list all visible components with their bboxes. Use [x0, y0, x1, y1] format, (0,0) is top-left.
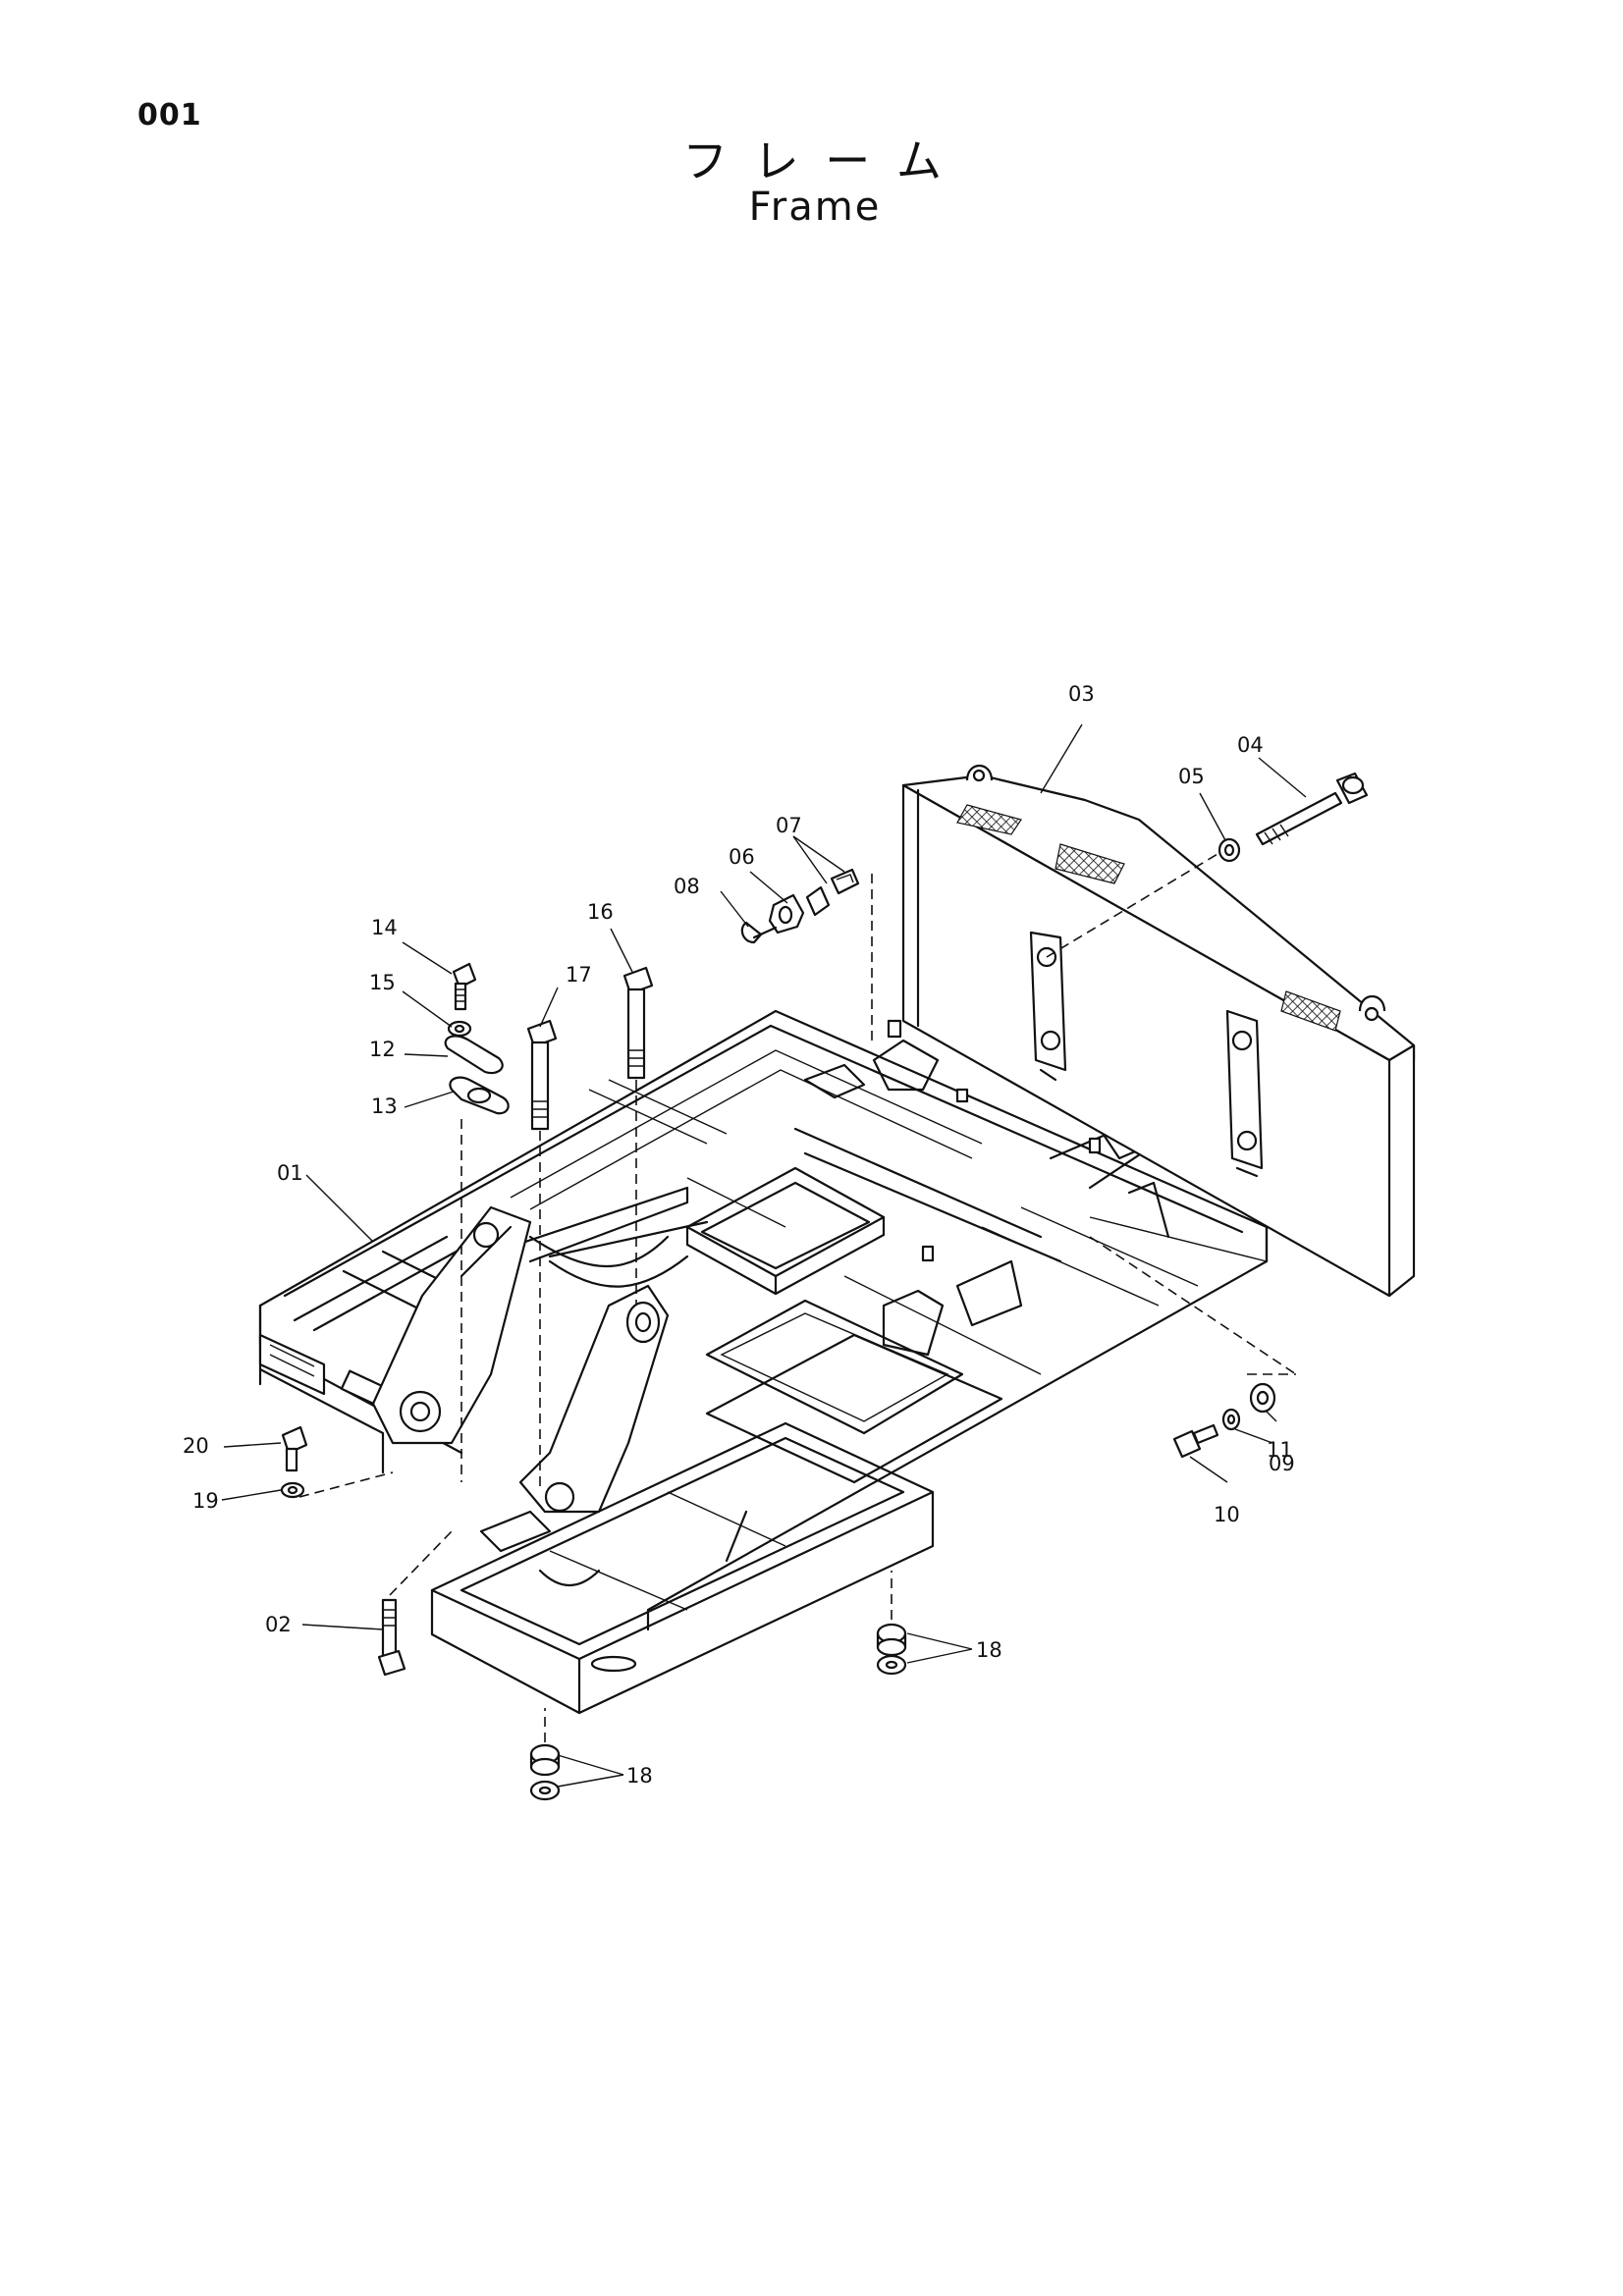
hex-bolt [1172, 1423, 1219, 1459]
frame-bolt [377, 1598, 406, 1677]
callout-labels: 01 02 03 04 05 06 07 08 09 10 11 12 13 1… [183, 682, 1295, 1788]
thick-washer [1249, 1382, 1276, 1414]
lock-plate [805, 868, 860, 917]
gasket [449, 1076, 510, 1115]
spring-washer [280, 1481, 305, 1499]
page-number: 001 [137, 98, 202, 133]
callout-05: 05 [1178, 765, 1205, 788]
callout-02: 02 [265, 1613, 292, 1636]
callout-18-lower: 18 [626, 1764, 653, 1788]
callout-09: 09 [1269, 1452, 1295, 1475]
callout-14: 14 [371, 916, 398, 939]
callout-18-upper: 18 [976, 1638, 1002, 1662]
callout-07: 07 [776, 814, 802, 837]
boom-pin [622, 966, 654, 1080]
page-title: Frame [748, 185, 882, 230]
boom-bracket [371, 1205, 689, 1514]
bolt [281, 1425, 308, 1472]
nut [768, 893, 805, 934]
cap-screw [452, 962, 477, 1011]
callout-08: 08 [674, 875, 700, 898]
callout-03: 03 [1068, 682, 1095, 706]
callout-10: 10 [1214, 1503, 1240, 1526]
rubber-mount-lower [529, 1743, 561, 1801]
callout-20: 20 [183, 1434, 209, 1458]
frame-side-wall [258, 1304, 392, 1474]
callout-13: 13 [371, 1095, 398, 1118]
front-cross-beam [430, 1421, 935, 1715]
callout-17: 17 [566, 963, 592, 987]
plain-washer [1221, 1408, 1241, 1431]
callout-01: 01 [277, 1161, 303, 1185]
callout-06: 06 [729, 845, 755, 869]
split-pin [740, 921, 778, 944]
washer [1217, 837, 1241, 863]
rubber-mount-upper [876, 1623, 907, 1676]
page-title-japanese: フ レ ー ム [682, 134, 947, 187]
callout-16: 16 [587, 900, 614, 924]
boom-pin-short [526, 1019, 558, 1131]
callout-12: 12 [369, 1038, 396, 1061]
lock-washer [447, 1020, 472, 1038]
counterweight [901, 765, 1416, 1298]
counterweight-bolt [1255, 772, 1369, 846]
cover-plate [444, 1035, 504, 1075]
callout-15: 15 [369, 971, 396, 994]
callout-11: 11 [1267, 1438, 1293, 1462]
callout-19: 19 [192, 1489, 219, 1513]
callout-04: 04 [1237, 733, 1264, 757]
leader-lines [221, 723, 1307, 1788]
